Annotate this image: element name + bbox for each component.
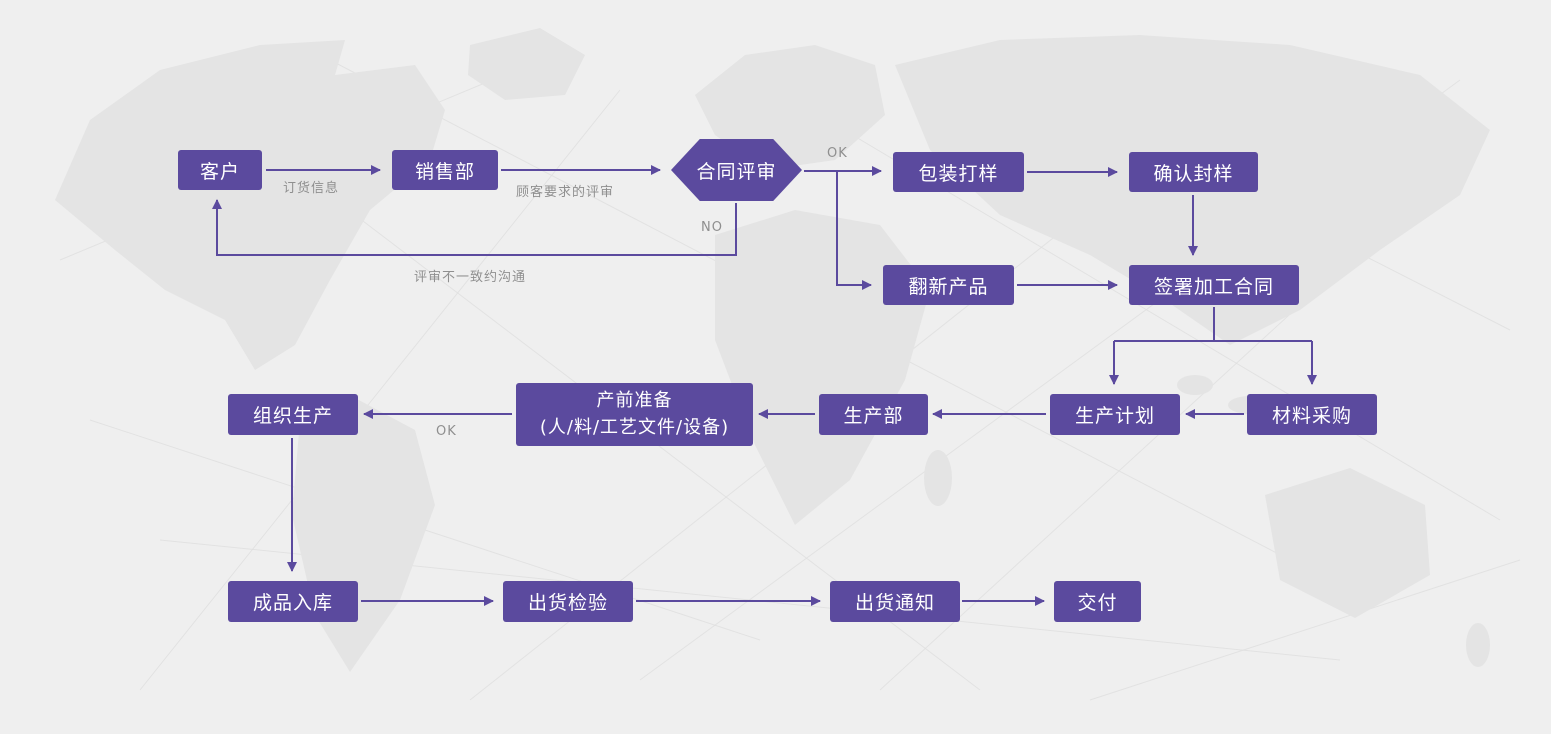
node-refurbish-product: 翻新产品: [883, 265, 1014, 305]
node-finished-goods-in: 成品入库: [228, 581, 358, 622]
node-shipment-inspection: 出货检验: [503, 581, 633, 622]
continent-north-america: [55, 40, 445, 370]
continent-africa: [715, 210, 930, 525]
node-sign-processing-contract: 签署加工合同: [1129, 265, 1299, 305]
continent-australia: [1265, 468, 1430, 618]
node-shipment-notice: 出货通知: [830, 581, 960, 622]
continent-greenland: [468, 28, 585, 100]
node-material-purchase: 材料采购: [1247, 394, 1377, 435]
edge-label-customer-requirement-review: 顾客要求的评审: [516, 185, 615, 200]
continent-europe: [695, 45, 885, 170]
island-sea-1: [1177, 375, 1213, 395]
continents: [55, 28, 1490, 672]
node-pre-production: 产前准备 (人/料/工艺文件/设备): [516, 383, 753, 446]
node-production-dept: 生产部: [819, 394, 928, 435]
node-production-plan: 生产计划: [1050, 394, 1180, 435]
island-new-zealand: [1466, 623, 1490, 667]
pre-production-line1: 产前准备: [596, 390, 673, 412]
edge-review-no-to-customer: [212, 199, 737, 256]
node-organize-production: 组织生产: [228, 394, 358, 435]
node-customer: 客户: [178, 150, 262, 190]
edge-ok-branch-to-refurbish: [836, 171, 872, 290]
node-delivery: 交付: [1054, 581, 1141, 622]
node-confirm-sealed-sample: 确认封样: [1129, 152, 1258, 192]
node-sales-dept: 销售部: [392, 150, 498, 190]
node-packaging-proof: 包装打样: [893, 152, 1024, 192]
edge-label-order-info: 订货信息: [283, 181, 340, 196]
network-line: [1089, 559, 1521, 701]
edge-label-ok-top: OK: [827, 146, 848, 161]
pre-production-line2: (人/料/工艺文件/设备): [539, 416, 730, 438]
edge-label-no: NO: [701, 220, 723, 235]
network-line: [139, 89, 621, 691]
node-contract-review: 合同评审: [671, 139, 802, 201]
edge-label-review-mismatch: 评审不一致约沟通: [414, 270, 527, 285]
edge-label-ok-left: OK: [436, 424, 457, 439]
island-madagascar: [924, 450, 952, 506]
